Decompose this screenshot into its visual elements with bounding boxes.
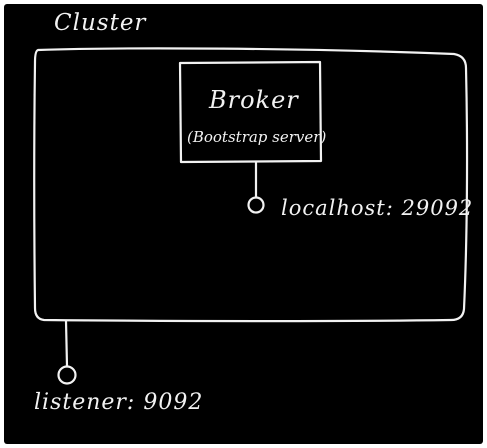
diagram-canvas: Cluster Broker (Bootstrap server) localh… [4,4,483,444]
cluster-label: Cluster [54,10,147,36]
cluster-box [33,47,469,323]
broker-box [178,60,323,164]
listener-port-label: listener: 9092 [34,390,204,415]
broker-port-circle [247,196,265,214]
diagram-drawing [33,47,469,385]
broker-sublabel: (Bootstrap server) [187,128,327,146]
broker-port-label: localhost: 29092 [281,196,474,220]
listener-connector [64,319,69,368]
listener-port-circle [57,365,77,385]
broker-label: Broker [209,86,299,114]
